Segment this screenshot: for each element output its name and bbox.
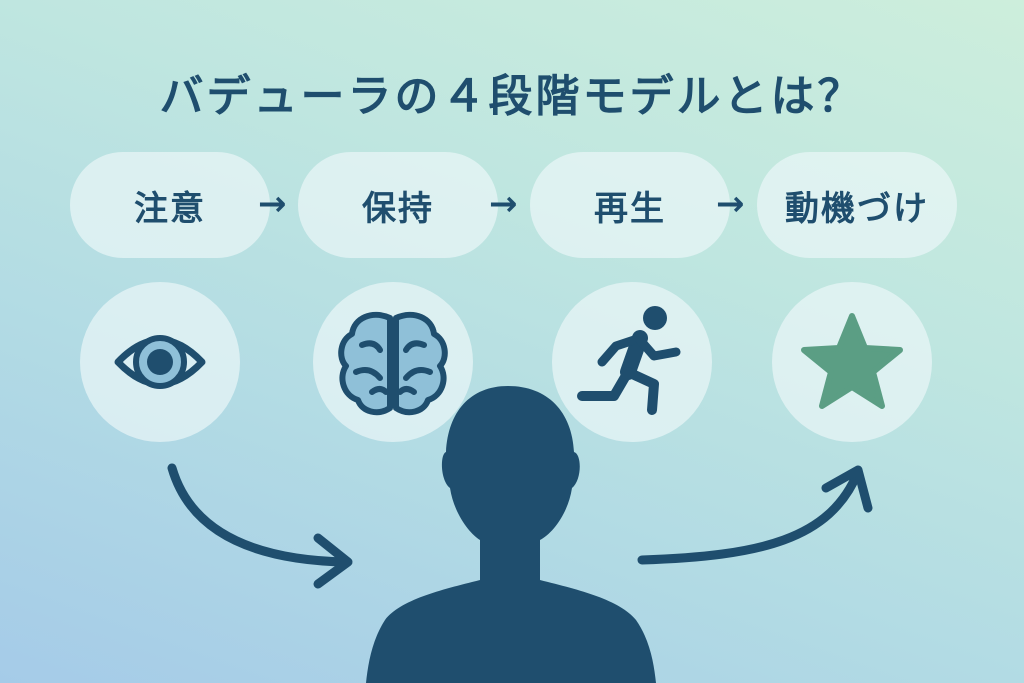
arrow-icon: → <box>489 184 518 224</box>
stage-pill-reproduction: 再生 <box>530 152 730 258</box>
stage-pill-retention: 保持 <box>298 152 498 258</box>
running-person-icon <box>577 306 681 415</box>
right-curved-arrow <box>637 465 873 565</box>
person-silhouette <box>366 386 656 683</box>
left-curved-arrow <box>167 463 353 589</box>
page-title: バデューラの４段階モデルとは？ <box>159 71 865 122</box>
eye-icon <box>114 335 206 389</box>
star-icon <box>801 313 903 409</box>
arrow-icon: → <box>258 184 287 224</box>
stage-pill-attention: 注意 <box>70 152 270 258</box>
brain-icon <box>338 311 448 416</box>
arrow-icon: → <box>716 184 745 224</box>
stage-pill-motivation: 動機づけ <box>757 152 957 258</box>
